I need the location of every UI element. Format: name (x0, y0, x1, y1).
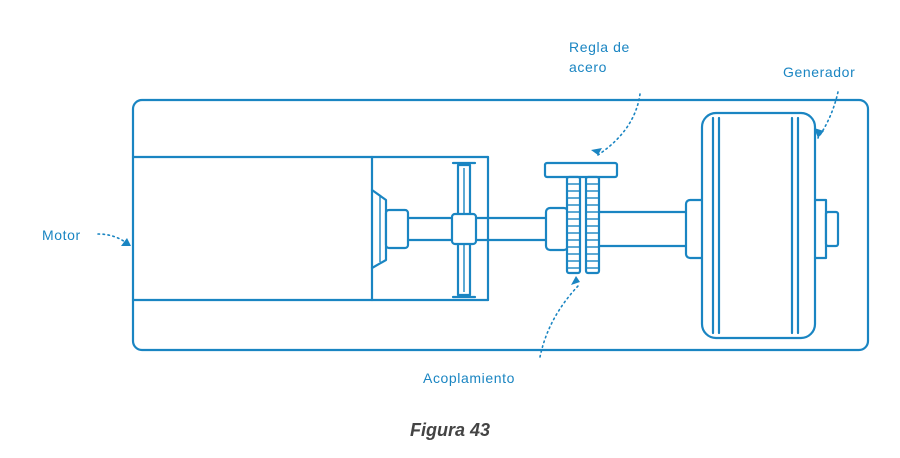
arrow-generator (814, 128, 824, 138)
label-motor: Motor (42, 227, 81, 243)
label-generador: Generador (783, 64, 856, 80)
label-regla-line2: acero (569, 59, 608, 75)
generator-shaft (597, 198, 708, 260)
coupling-discs (565, 175, 601, 275)
generator-body (700, 111, 840, 340)
arrow-ruler (591, 148, 602, 155)
figure-caption: Figura 43 (409, 420, 491, 440)
label-acoplamiento: Acoplamiento (423, 370, 516, 386)
fan-cross (450, 161, 478, 299)
label-regla-line1: Regla de (569, 39, 630, 55)
arrow-motor (121, 238, 131, 246)
steel-ruler (543, 161, 619, 179)
coupling-hub (544, 206, 570, 252)
motor-body (131, 155, 490, 302)
label-regla: Regla de acero (569, 37, 630, 77)
arrow-heads (121, 128, 824, 285)
motor-shaft (384, 208, 550, 250)
base-plate (131, 98, 870, 352)
arrow-coupling (571, 276, 580, 285)
